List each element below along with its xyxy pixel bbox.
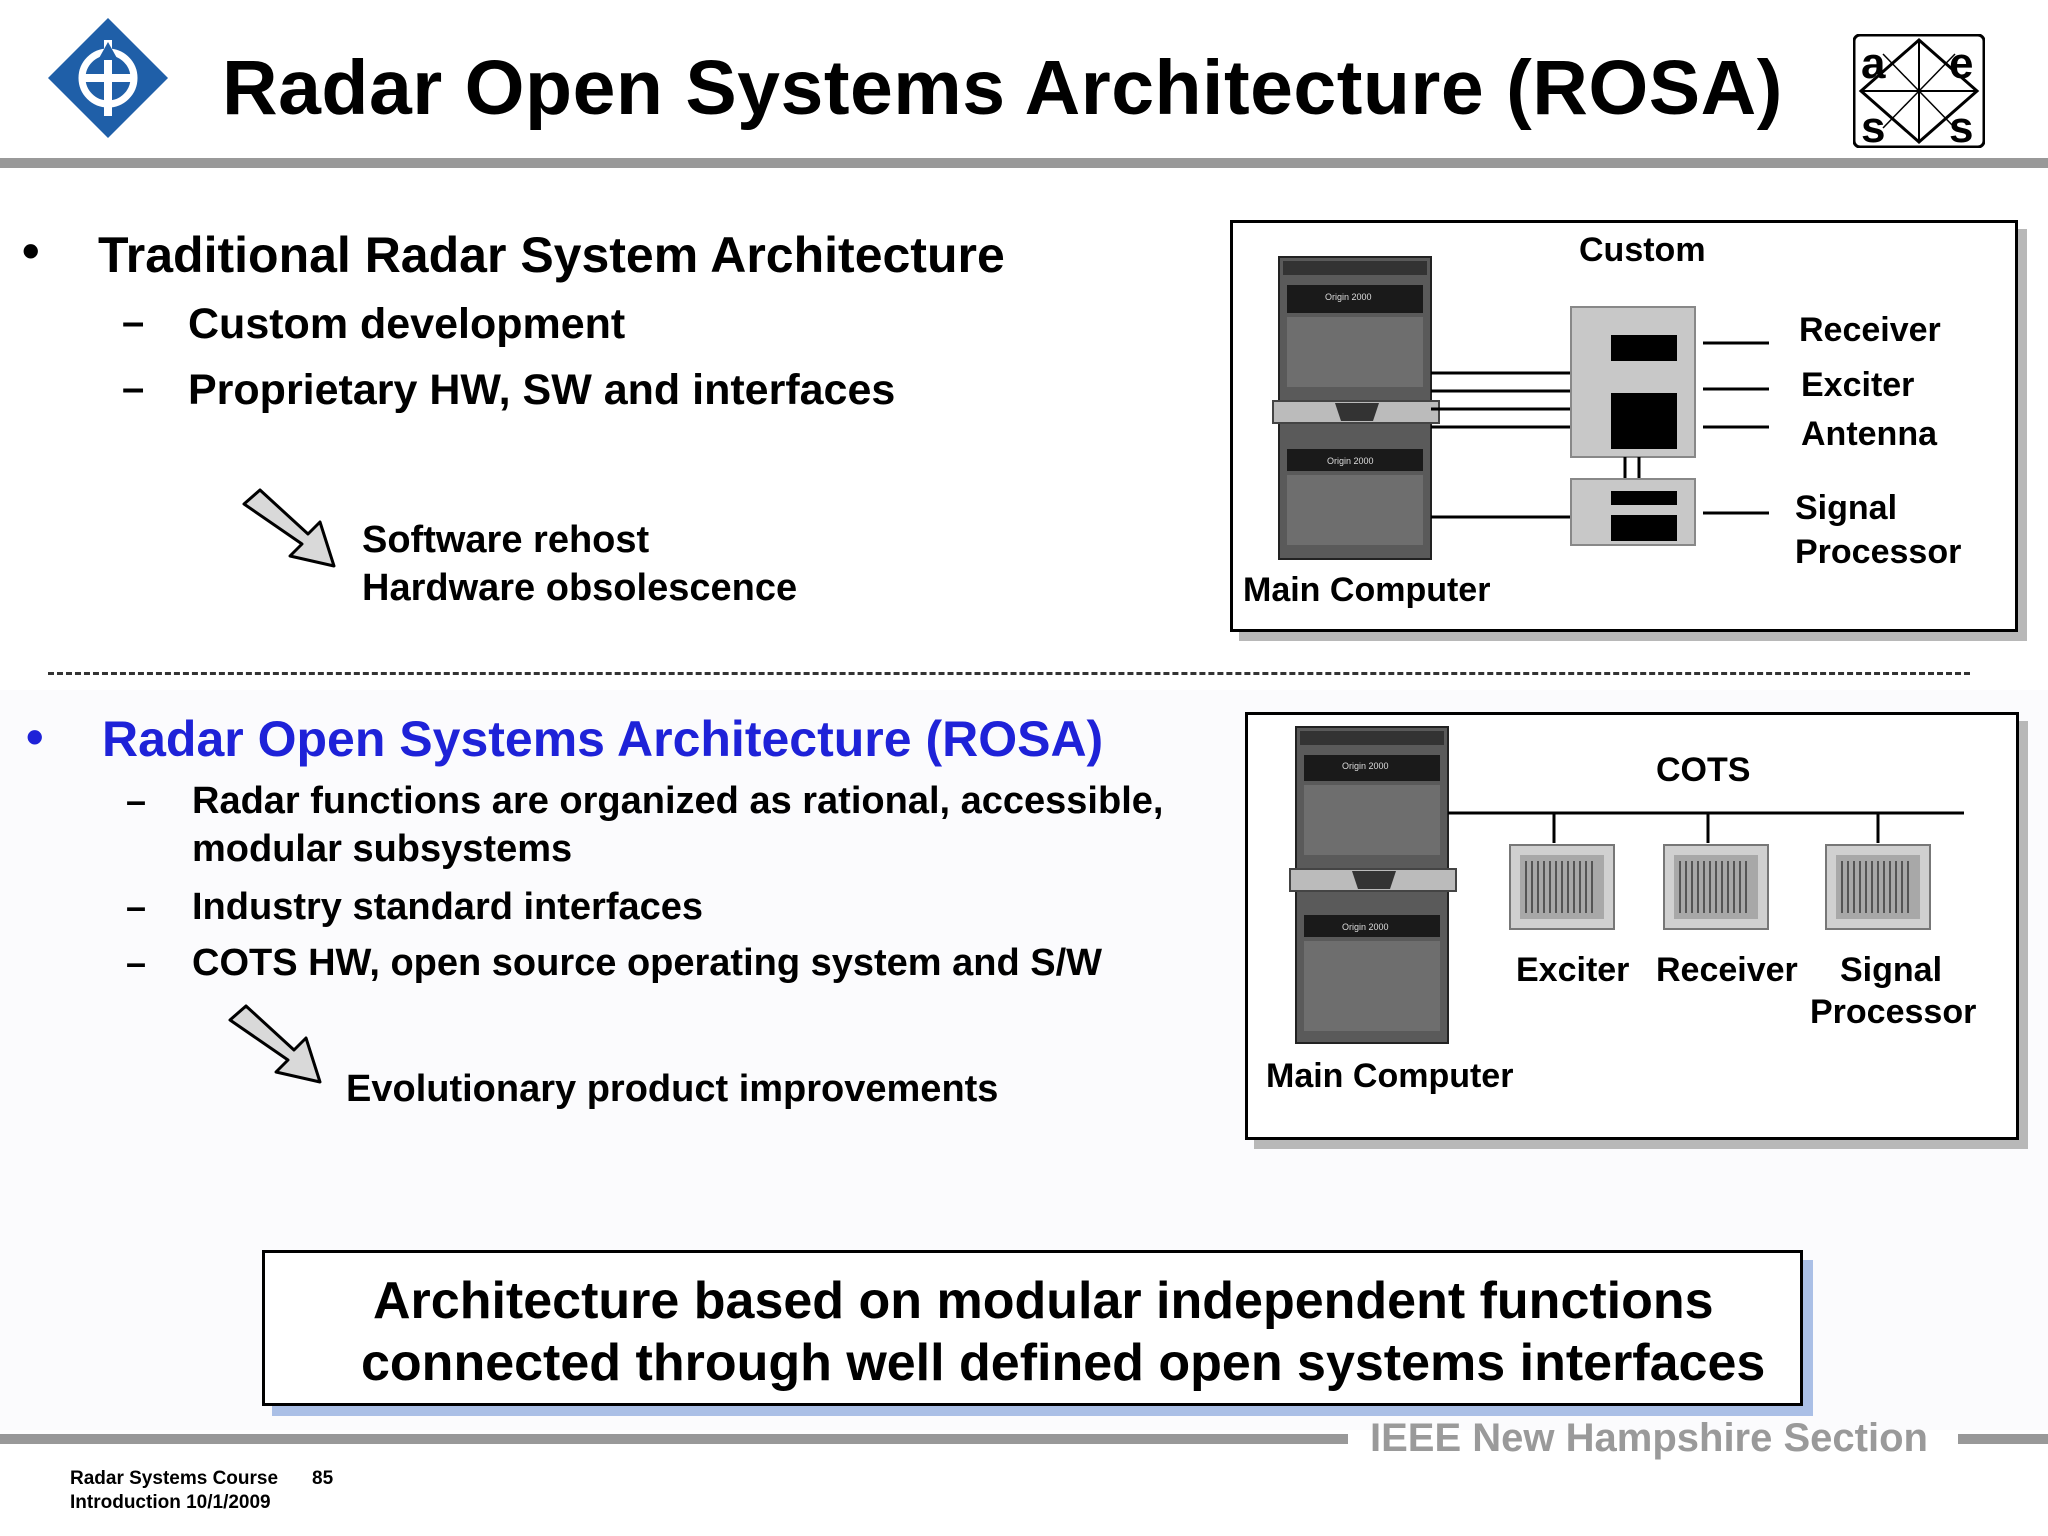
label-antenna: Antenna [1801, 415, 1937, 453]
aess-letter-a: a [1861, 39, 1886, 88]
rack-label: Origin 2000 [1342, 761, 1389, 771]
cots-chassis [1825, 844, 1931, 930]
dash: – [122, 300, 145, 344]
label-exciter: Exciter [1801, 366, 1915, 404]
rosa-item-1-line1: Radar functions are organized as rationa… [192, 780, 1164, 822]
dash: – [122, 366, 145, 410]
rack-label: Origin 2000 [1342, 922, 1389, 932]
ieee-logo [46, 16, 170, 140]
traditional-item-2: Proprietary HW, SW and interfaces [188, 366, 896, 414]
arrow-text-rehost: Software rehost [362, 519, 650, 561]
label-exciter: Exciter [1516, 951, 1630, 989]
footer-org: IEEE New Hampshire Section [1370, 1416, 1928, 1460]
rosa-heading: Radar Open Systems Architecture (ROSA) [102, 711, 1104, 767]
label-main-computer: Main Computer [1266, 1057, 1514, 1095]
label-receiver: Receiver [1656, 951, 1798, 989]
arrow-icon [242, 488, 342, 572]
custom-title: Custom [1579, 231, 1706, 269]
dash: – [126, 886, 147, 927]
callout-line-1: Architecture based on modular independen… [373, 1272, 1714, 1330]
traditional-heading: Traditional Radar System Architecture [98, 227, 1005, 283]
label-signal: Signal [1840, 951, 1943, 989]
rack-label: Origin 2000 [1327, 456, 1374, 466]
bullet-dot: • [26, 709, 44, 765]
summary-callout: Architecture based on modular independen… [262, 1250, 1803, 1406]
rosa-item-3: COTS HW, open source operating system an… [192, 942, 1103, 984]
arrow-text-obsolescence: Hardware obsolescence [362, 567, 798, 609]
bullet-dot: • [22, 223, 40, 279]
footer-course: Radar Systems Course [70, 1468, 279, 1489]
label-main-computer: Main Computer [1243, 571, 1491, 609]
arrow-icon [228, 1004, 328, 1088]
footer-subtitle: Introduction 10/1/2009 [70, 1492, 271, 1513]
arrow-text-evolutionary: Evolutionary product improvements [346, 1068, 999, 1110]
footer-page-number: 85 [312, 1468, 334, 1489]
cots-diagram: Origin 2000 Origin 2000 COTS Exciter Rec… [1245, 712, 2019, 1140]
label-signal: Signal [1795, 489, 1898, 527]
aess-letter-e: e [1949, 39, 1973, 88]
header-divider [0, 158, 2048, 168]
custom-diagram: Origin 2000 Origin 2000 Custom Receiver … [1230, 220, 2018, 632]
aess-letter-s1: s [1861, 103, 1885, 148]
dash: – [126, 780, 147, 821]
cots-chassis [1663, 844, 1769, 930]
rosa-item-2: Industry standard interfaces [192, 886, 704, 928]
section-divider [48, 672, 1970, 675]
cots-chassis [1509, 844, 1615, 930]
aess-letter-s2: s [1949, 103, 1973, 148]
label-processor: Processor [1795, 533, 1962, 571]
cots-title: COTS [1656, 751, 1751, 789]
callout-line-2: connected through well defined open syst… [361, 1334, 1766, 1392]
rack-label: Origin 2000 [1325, 292, 1372, 302]
footer-divider-left [0, 1434, 1348, 1444]
aess-logo: a e s s [1852, 33, 1986, 152]
traditional-item-1: Custom development [188, 300, 626, 348]
footer-divider-right [1958, 1434, 2048, 1444]
rosa-item-1-line2: modular subsystems [192, 828, 573, 870]
label-receiver: Receiver [1799, 311, 1941, 349]
label-processor: Processor [1810, 993, 1977, 1031]
page-title: Radar Open Systems Architecture (ROSA) [222, 45, 1783, 131]
dash: – [126, 942, 147, 983]
